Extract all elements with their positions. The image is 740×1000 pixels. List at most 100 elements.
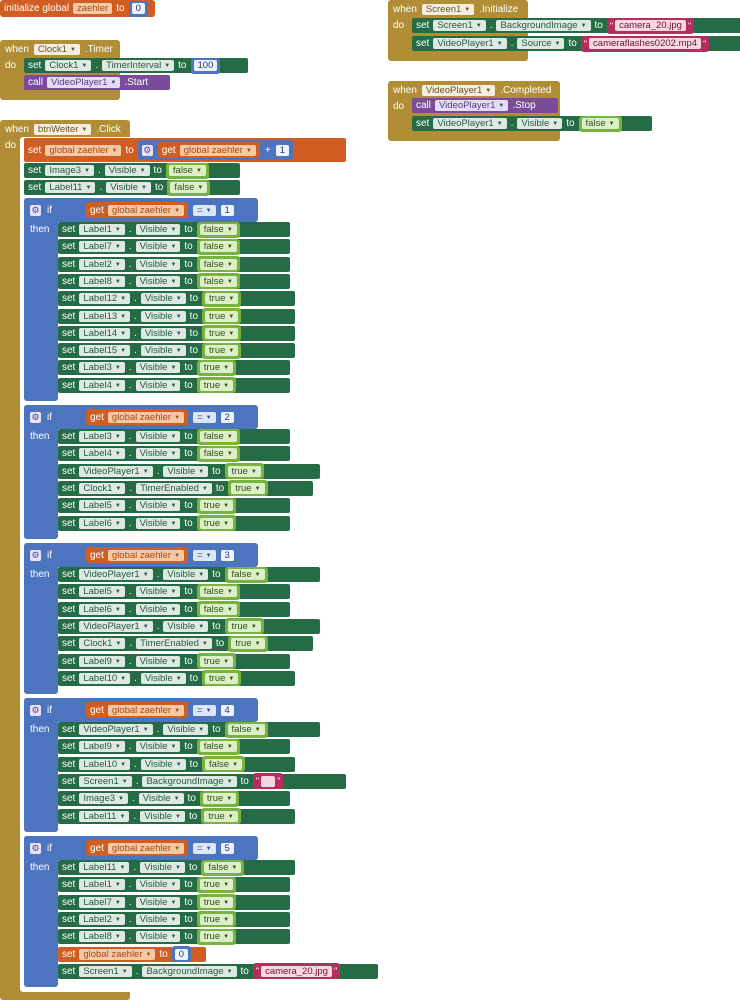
property-dropdown[interactable]: Visible▼ — [138, 793, 184, 805]
property-dropdown[interactable]: Visible▼ — [140, 810, 185, 822]
property-dropdown[interactable]: Visible▼ — [140, 327, 186, 339]
component-dropdown[interactable]: Label9▼ — [79, 655, 125, 667]
if-block[interactable] — [24, 836, 58, 988]
property-dropdown[interactable]: Visible▼ — [140, 293, 186, 305]
component-dropdown[interactable]: Clock1▼ — [79, 638, 126, 650]
property-dropdown[interactable]: Visible▼ — [135, 879, 181, 891]
operator-dropdown[interactable]: =▼ — [193, 704, 216, 716]
component-dropdown[interactable]: Label3▼ — [79, 362, 125, 374]
get-variable-block[interactable]: get global zaehler▼ — [86, 547, 189, 563]
variable-dropdown[interactable]: global zaehler▼ — [107, 411, 185, 423]
component-dropdown[interactable]: Label12▼ — [79, 293, 131, 305]
set-property-block[interactable]: set Label4▼ . Visible▼ to false▼ — [58, 445, 290, 462]
mutator-gear-icon[interactable]: ⚙ — [30, 204, 41, 216]
set-property-block[interactable]: set Label15▼ . Visible▼ to true▼ — [58, 342, 295, 359]
boolean-block[interactable]: true▼ — [202, 325, 242, 342]
set-property-block[interactable]: set VideoPlayer1▼ . Visible▼ to true▼ — [58, 618, 320, 635]
compare-block[interactable]: get global zaehler▼ =▼ 4 — [82, 700, 238, 720]
number-block[interactable]: 2 — [220, 410, 234, 424]
boolean-block[interactable]: false▼ — [165, 162, 209, 179]
set-property-block[interactable]: set VideoPlayer1▼ . Visible▼ to true▼ — [58, 463, 320, 480]
boolean-block[interactable]: true▼ — [196, 515, 237, 531]
set-property-block[interactable]: set Label3▼ . Visible▼ to false▼ — [58, 428, 290, 445]
property-dropdown[interactable]: Visible▼ — [106, 182, 151, 193]
component-dropdown[interactable]: Label8▼ — [79, 275, 125, 287]
call-method-block[interactable]: call VideoPlayer1▼ .Start — [24, 75, 170, 90]
mutator-gear-icon[interactable]: ⚙ — [30, 549, 41, 561]
boolean-block[interactable]: true▼ — [196, 894, 237, 911]
set-property-block[interactable]: set Label8▼ . Visible▼ to true▼ — [58, 928, 290, 945]
operator-dropdown[interactable]: =▼ — [193, 204, 216, 216]
property-dropdown[interactable]: Visible▼ — [517, 118, 563, 129]
property-dropdown[interactable]: Visible▼ — [140, 345, 186, 357]
text-block[interactable]: "" — [252, 773, 284, 790]
variable-dropdown[interactable]: global zaehler▼ — [107, 704, 185, 716]
component-dropdown[interactable]: Label4▼ — [79, 448, 125, 460]
property-dropdown[interactable]: BackgroundImage▼ — [496, 20, 591, 31]
variable-dropdown[interactable]: global zaehler▼ — [107, 842, 185, 854]
set-property-block[interactable]: set Label6▼ . Visible▼ to false▼ — [58, 601, 290, 618]
number-block[interactable]: 3 — [220, 548, 234, 562]
set-property-block[interactable]: set VideoPlayer1▼ . Visible▼ to false▼ — [58, 721, 320, 738]
boolean-block[interactable]: false▼ — [224, 721, 268, 738]
set-property-block[interactable]: set Label13▼ . Visible▼ to true▼ — [58, 308, 295, 324]
set-property-block[interactable]: set Clock1▼ . TimerEnabled▼ to true▼ — [58, 635, 313, 652]
if-block[interactable] — [24, 198, 58, 401]
event-component-dropdown[interactable]: VideoPlayer1▼ — [421, 85, 496, 96]
boolean-block[interactable]: true▼ — [201, 808, 241, 824]
set-property-block[interactable]: set Label14▼ . Visible▼ to true▼ — [58, 325, 295, 342]
text-block[interactable]: "cameraflashes0202.mp4" — [580, 35, 710, 52]
set-property-block[interactable]: set VideoPlayer1▼ . Visible▼ to false▼ — [412, 115, 652, 132]
boolean-block[interactable]: true▼ — [196, 497, 237, 514]
property-dropdown[interactable]: Visible▼ — [135, 517, 181, 529]
component-dropdown[interactable]: Label11▼ — [45, 182, 96, 193]
compare-block[interactable]: get global zaehler▼ =▼ 1 — [82, 200, 238, 220]
set-variable-block[interactable]: set global zaehler▼ to ⚙ get global zaeh… — [24, 138, 346, 162]
property-dropdown[interactable]: Visible▼ — [104, 165, 150, 176]
addition-block[interactable]: ⚙ get global zaehler▼ + 1 — [137, 140, 293, 160]
property-dropdown[interactable]: Visible▼ — [135, 275, 181, 287]
boolean-block[interactable]: false▼ — [196, 601, 240, 618]
property-dropdown[interactable]: TimerInterval▼ — [102, 60, 175, 71]
set-property-block[interactable]: set Label10▼ . Visible▼ to false▼ — [58, 756, 295, 773]
component-dropdown[interactable]: VideoPlayer1▼ — [435, 100, 509, 111]
set-property-block[interactable]: set Label10▼ . Visible▼ to true▼ — [58, 670, 295, 687]
property-dropdown[interactable]: TimerEnabled▼ — [136, 482, 212, 494]
property-dropdown[interactable]: Visible▼ — [135, 603, 181, 615]
boolean-block[interactable]: false▼ — [201, 859, 245, 876]
get-variable-block[interactable]: get global zaehler▼ — [86, 702, 189, 718]
boolean-block[interactable]: true▼ — [228, 635, 268, 652]
set-property-block[interactable]: set Label9▼ . Visible▼ to true▼ — [58, 653, 290, 669]
component-dropdown[interactable]: Label5▼ — [79, 500, 125, 512]
property-dropdown[interactable]: Visible▼ — [135, 741, 181, 753]
component-dropdown[interactable]: Label11▼ — [79, 810, 130, 822]
variable-dropdown[interactable]: global zaehler▼ — [79, 948, 156, 960]
mutator-gear-icon[interactable]: ⚙ — [141, 144, 153, 156]
property-dropdown[interactable]: Visible▼ — [140, 862, 185, 873]
property-dropdown[interactable]: Visible▼ — [135, 241, 181, 253]
mutator-gear-icon[interactable]: ⚙ — [30, 842, 41, 854]
set-property-block[interactable]: set VideoPlayer1▼ . Source▼ to "camerafl… — [412, 35, 740, 52]
boolean-block[interactable]: false▼ — [196, 738, 240, 755]
component-dropdown[interactable]: Label3▼ — [79, 431, 125, 442]
boolean-block[interactable]: true▼ — [196, 876, 237, 893]
boolean-block[interactable]: false▼ — [196, 445, 240, 462]
if-block[interactable] — [24, 543, 58, 695]
property-dropdown[interactable]: Visible▼ — [140, 758, 186, 770]
boolean-block[interactable]: true▼ — [196, 359, 237, 376]
component-dropdown[interactable]: Clock1▼ — [79, 482, 126, 494]
component-dropdown[interactable]: Label4▼ — [79, 379, 125, 391]
component-dropdown[interactable]: Label10▼ — [79, 758, 131, 770]
component-dropdown[interactable]: VideoPlayer1▼ — [79, 620, 153, 632]
event-component-dropdown[interactable]: Screen1▼ — [421, 4, 475, 15]
var-name-field[interactable]: zaehler — [73, 3, 113, 14]
property-dropdown[interactable]: BackgroundImage▼ — [142, 965, 237, 977]
property-dropdown[interactable]: Visible▼ — [140, 672, 186, 684]
compare-block[interactable]: get global zaehler▼ =▼ 5 — [82, 838, 238, 858]
set-property-block[interactable]: set Label5▼ . Visible▼ to true▼ — [58, 497, 290, 514]
set-property-block[interactable]: set Label11▼ . Visible▼ to true▼ — [58, 808, 295, 824]
boolean-block[interactable]: true▼ — [202, 670, 242, 687]
property-dropdown[interactable]: Visible▼ — [135, 500, 181, 512]
set-property-block[interactable]: set Label11▼ . Visible▼ to false▼ — [24, 179, 240, 196]
number-block[interactable]: 0 — [171, 946, 192, 962]
